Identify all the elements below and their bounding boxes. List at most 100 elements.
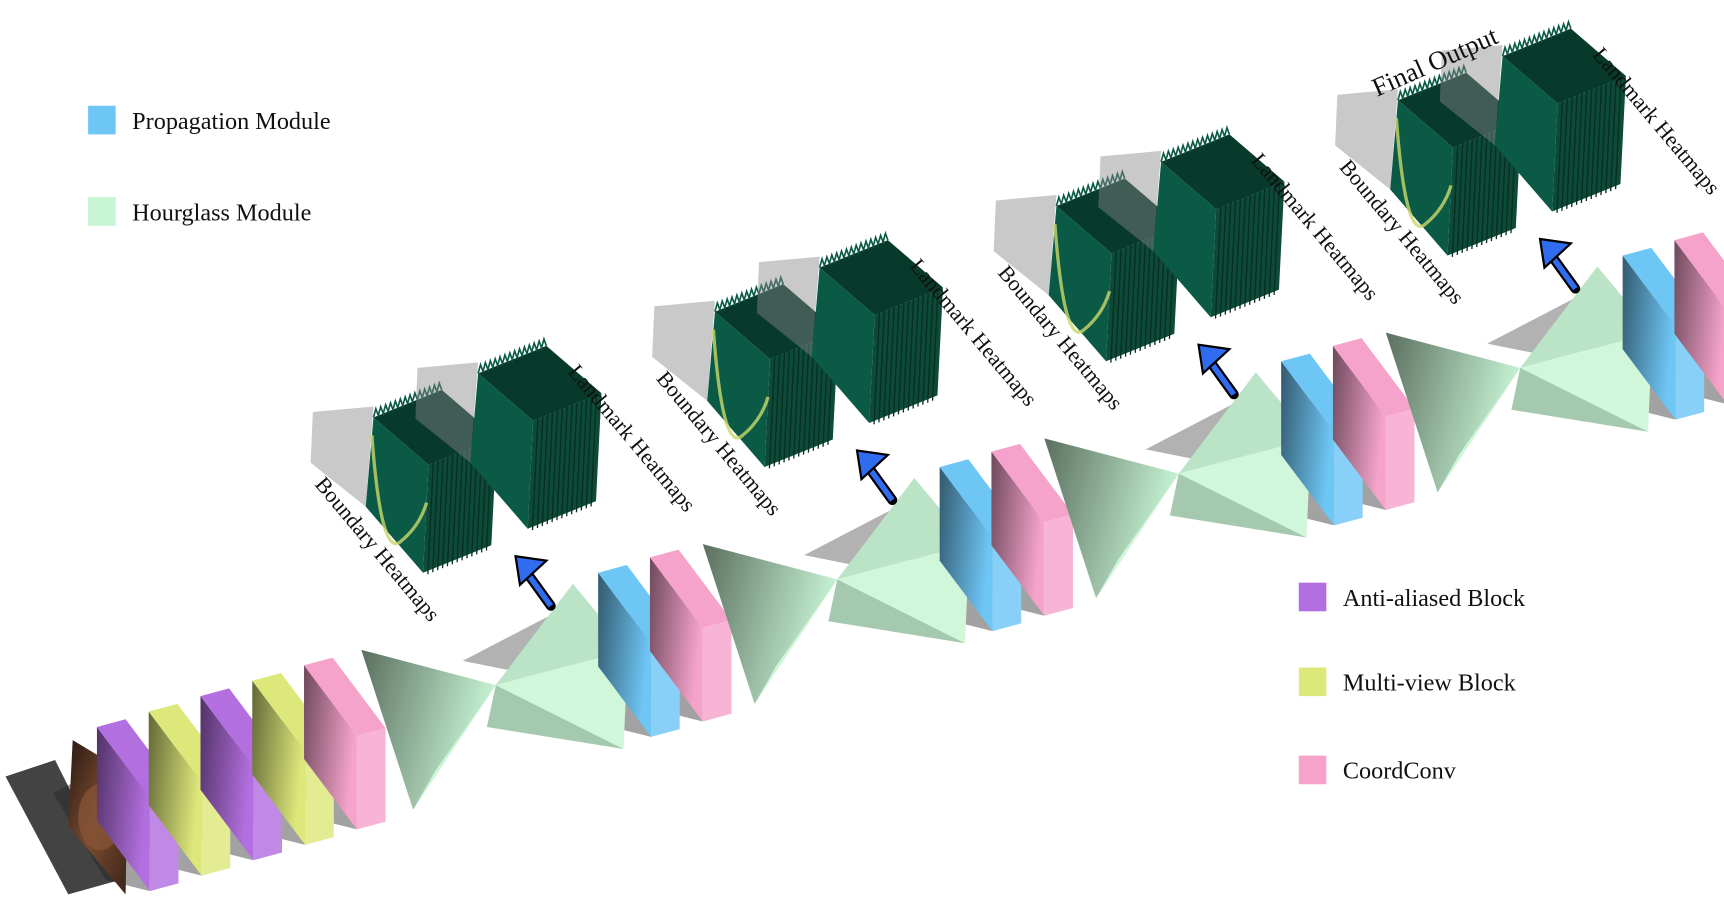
heatmap-slab-line <box>1471 134 1479 250</box>
legend-right: Anti-aliased Block Multi-view Block Coor… <box>1298 582 1526 785</box>
heatmap-slab-line <box>1139 236 1147 351</box>
block-broad-face <box>939 467 993 632</box>
heatmap-slab-line <box>1124 242 1132 357</box>
arrow-head <box>514 554 549 588</box>
heatmap-slab-line <box>575 397 583 513</box>
heatmap-shadow <box>415 362 479 463</box>
block-top-face <box>1332 338 1415 417</box>
heatmap-shadow <box>1335 89 1398 190</box>
heatmap-slab-line <box>773 351 781 467</box>
heatmap-shadow <box>1439 45 1503 146</box>
heatmap-slab-line <box>1115 246 1122 361</box>
heatmap-slab-line <box>1461 138 1469 253</box>
block-narrow-face <box>1385 408 1415 510</box>
boundary-heatmaps-stack <box>993 169 1180 363</box>
heatmap-stacks <box>310 19 1626 575</box>
heatmap-slab-line <box>1610 76 1617 192</box>
arrow-up-left-icon <box>1197 343 1239 400</box>
heatmap-slab-line <box>1249 190 1256 305</box>
heatmap-slab-line <box>566 401 573 517</box>
landmark-heatmaps-stack <box>1098 124 1285 319</box>
block-broad-face <box>598 572 652 737</box>
heatmap-front-face <box>1494 56 1558 212</box>
heatmap-slab-line <box>461 445 469 561</box>
heatmap-slab-top <box>819 240 943 316</box>
face-shadow <box>5 760 116 895</box>
heatmap-slab-line <box>1605 78 1612 194</box>
heatmap-slab-line <box>922 290 929 405</box>
hourglass-right-top <box>495 583 628 686</box>
legend-item-coordconv: CoordConv <box>1298 755 1457 785</box>
heatmap-slab-line <box>551 407 559 523</box>
heatmap-spikes <box>1501 19 1572 57</box>
heatmap-shadow <box>310 406 374 507</box>
heatmap-slab-line <box>1575 90 1583 205</box>
heatmap-slab-line <box>1214 203 1222 319</box>
heatmap-slab-line <box>541 411 549 527</box>
block-coordconv <box>991 443 1073 616</box>
hourglass-right-top <box>837 478 970 580</box>
legend-swatch-propagation <box>88 105 116 135</box>
hourglass-right-bottom <box>486 685 624 749</box>
block-broad-face <box>991 451 1045 616</box>
heatmap-slab-line <box>1480 130 1488 246</box>
block-broad-face <box>200 696 254 861</box>
heatmap-slab-line <box>531 415 539 531</box>
hourglass-right-front <box>837 544 970 644</box>
hourglass-left-bottom <box>1437 367 1521 493</box>
heatmap-spikes <box>818 230 889 269</box>
legend-swatch-hourglass <box>88 197 116 226</box>
block-narrow-face <box>702 620 732 722</box>
block-top-face <box>991 443 1073 523</box>
heatmap-slab-line <box>1571 92 1578 207</box>
heatmap-slab-top <box>478 345 602 421</box>
hourglass-right-top <box>1178 372 1311 474</box>
heatmap-slab-line <box>1253 188 1261 303</box>
heatmap-slab-line <box>793 343 800 459</box>
heatmap-slab-line <box>546 409 554 525</box>
legend-label-coordconv: CoordConv <box>1343 758 1457 785</box>
heatmap-slab-line <box>1129 240 1137 355</box>
boundary-curve <box>711 329 770 440</box>
heatmap-slab-line <box>1263 184 1271 299</box>
block-coordconv <box>649 549 732 722</box>
heatmap-slab-line <box>556 405 564 521</box>
hourglass-left-bottom <box>1096 473 1179 599</box>
heatmap-slab-line <box>590 391 598 507</box>
block-narrow-face <box>1044 514 1073 616</box>
heatmap-spikes <box>1397 63 1468 101</box>
hourglass-right-front <box>1178 438 1311 538</box>
heatmap-slab-top <box>1161 134 1285 210</box>
heatmap-slab-line <box>1258 186 1266 301</box>
heatmap-spikes <box>477 336 548 375</box>
heatmap-slab-top <box>373 389 497 465</box>
heatmap-slab-line <box>432 457 439 573</box>
heatmap-slab-line <box>1456 140 1464 255</box>
block-broad-face <box>304 665 357 830</box>
heatmap-slab-line <box>441 453 449 569</box>
heatmap-slab-line <box>570 399 578 515</box>
heatmap-slab-line <box>1590 84 1598 200</box>
block-coordconv <box>1332 338 1415 510</box>
heatmap-slab-line <box>902 297 910 413</box>
block-broad-face <box>649 557 703 722</box>
heatmap-front-face <box>1048 205 1112 362</box>
heatmap-slab-top <box>1056 178 1180 254</box>
hourglass-right-front <box>495 649 628 749</box>
block-broad-face <box>1332 345 1386 510</box>
hourglass-right-bottom <box>1169 473 1307 538</box>
heatmap-slab-line <box>1244 192 1251 307</box>
hourglass-right-top <box>1520 266 1653 368</box>
heatmap-slab-line <box>1144 234 1152 349</box>
heatmap-slab-line <box>1595 82 1603 198</box>
block-broad-face <box>96 726 150 892</box>
heatmap-slab-line <box>788 345 796 461</box>
heatmap-slab-line <box>1134 238 1142 353</box>
heatmap-front-face <box>1153 161 1217 318</box>
boundary-heatmaps-stack <box>1335 63 1522 257</box>
heatmap-slab-line <box>897 299 905 415</box>
heatmap-slab-line <box>436 455 444 571</box>
heatmap-slab-line <box>1476 132 1483 248</box>
hourglass-left-face <box>1385 332 1521 493</box>
hourglass-left-bottom <box>413 685 496 810</box>
